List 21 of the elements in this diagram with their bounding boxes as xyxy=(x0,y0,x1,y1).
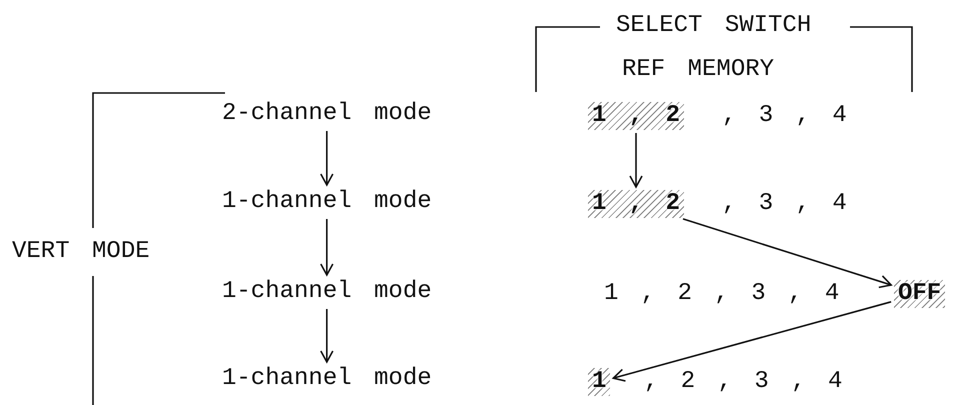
highlighted-channel-number: 1 xyxy=(588,368,610,396)
highlighted-off-state: OFF xyxy=(894,280,946,308)
channel-numbers: , 3 , 4 xyxy=(722,190,847,218)
mode-text: 1-channel mode xyxy=(222,278,432,306)
highlighted-channel-numbers: 1 , 2 xyxy=(588,102,684,130)
mode-text: 2-channel mode xyxy=(222,100,432,128)
arrow xyxy=(682,218,892,288)
channel-numbers: 1 , 2 , 3 , 4 xyxy=(604,280,840,308)
highlighted-channel-numbers: 1 , 2 xyxy=(588,190,684,218)
group-label: VERT MODE xyxy=(12,238,150,266)
arrow xyxy=(320,131,334,186)
mode-text: 1-channel mode xyxy=(222,188,432,216)
arrow xyxy=(629,133,643,188)
arrow xyxy=(612,301,892,382)
arrow xyxy=(320,219,334,276)
arrow xyxy=(320,309,334,363)
mode-text: 1-channel mode xyxy=(222,365,432,393)
heading-text: SELECT SWITCH xyxy=(616,12,812,40)
channel-numbers: , 2 , 3 , 4 xyxy=(644,368,842,396)
subheading-text: REF MEMORY xyxy=(622,56,774,84)
channel-numbers: , 3 , 4 xyxy=(722,102,847,130)
